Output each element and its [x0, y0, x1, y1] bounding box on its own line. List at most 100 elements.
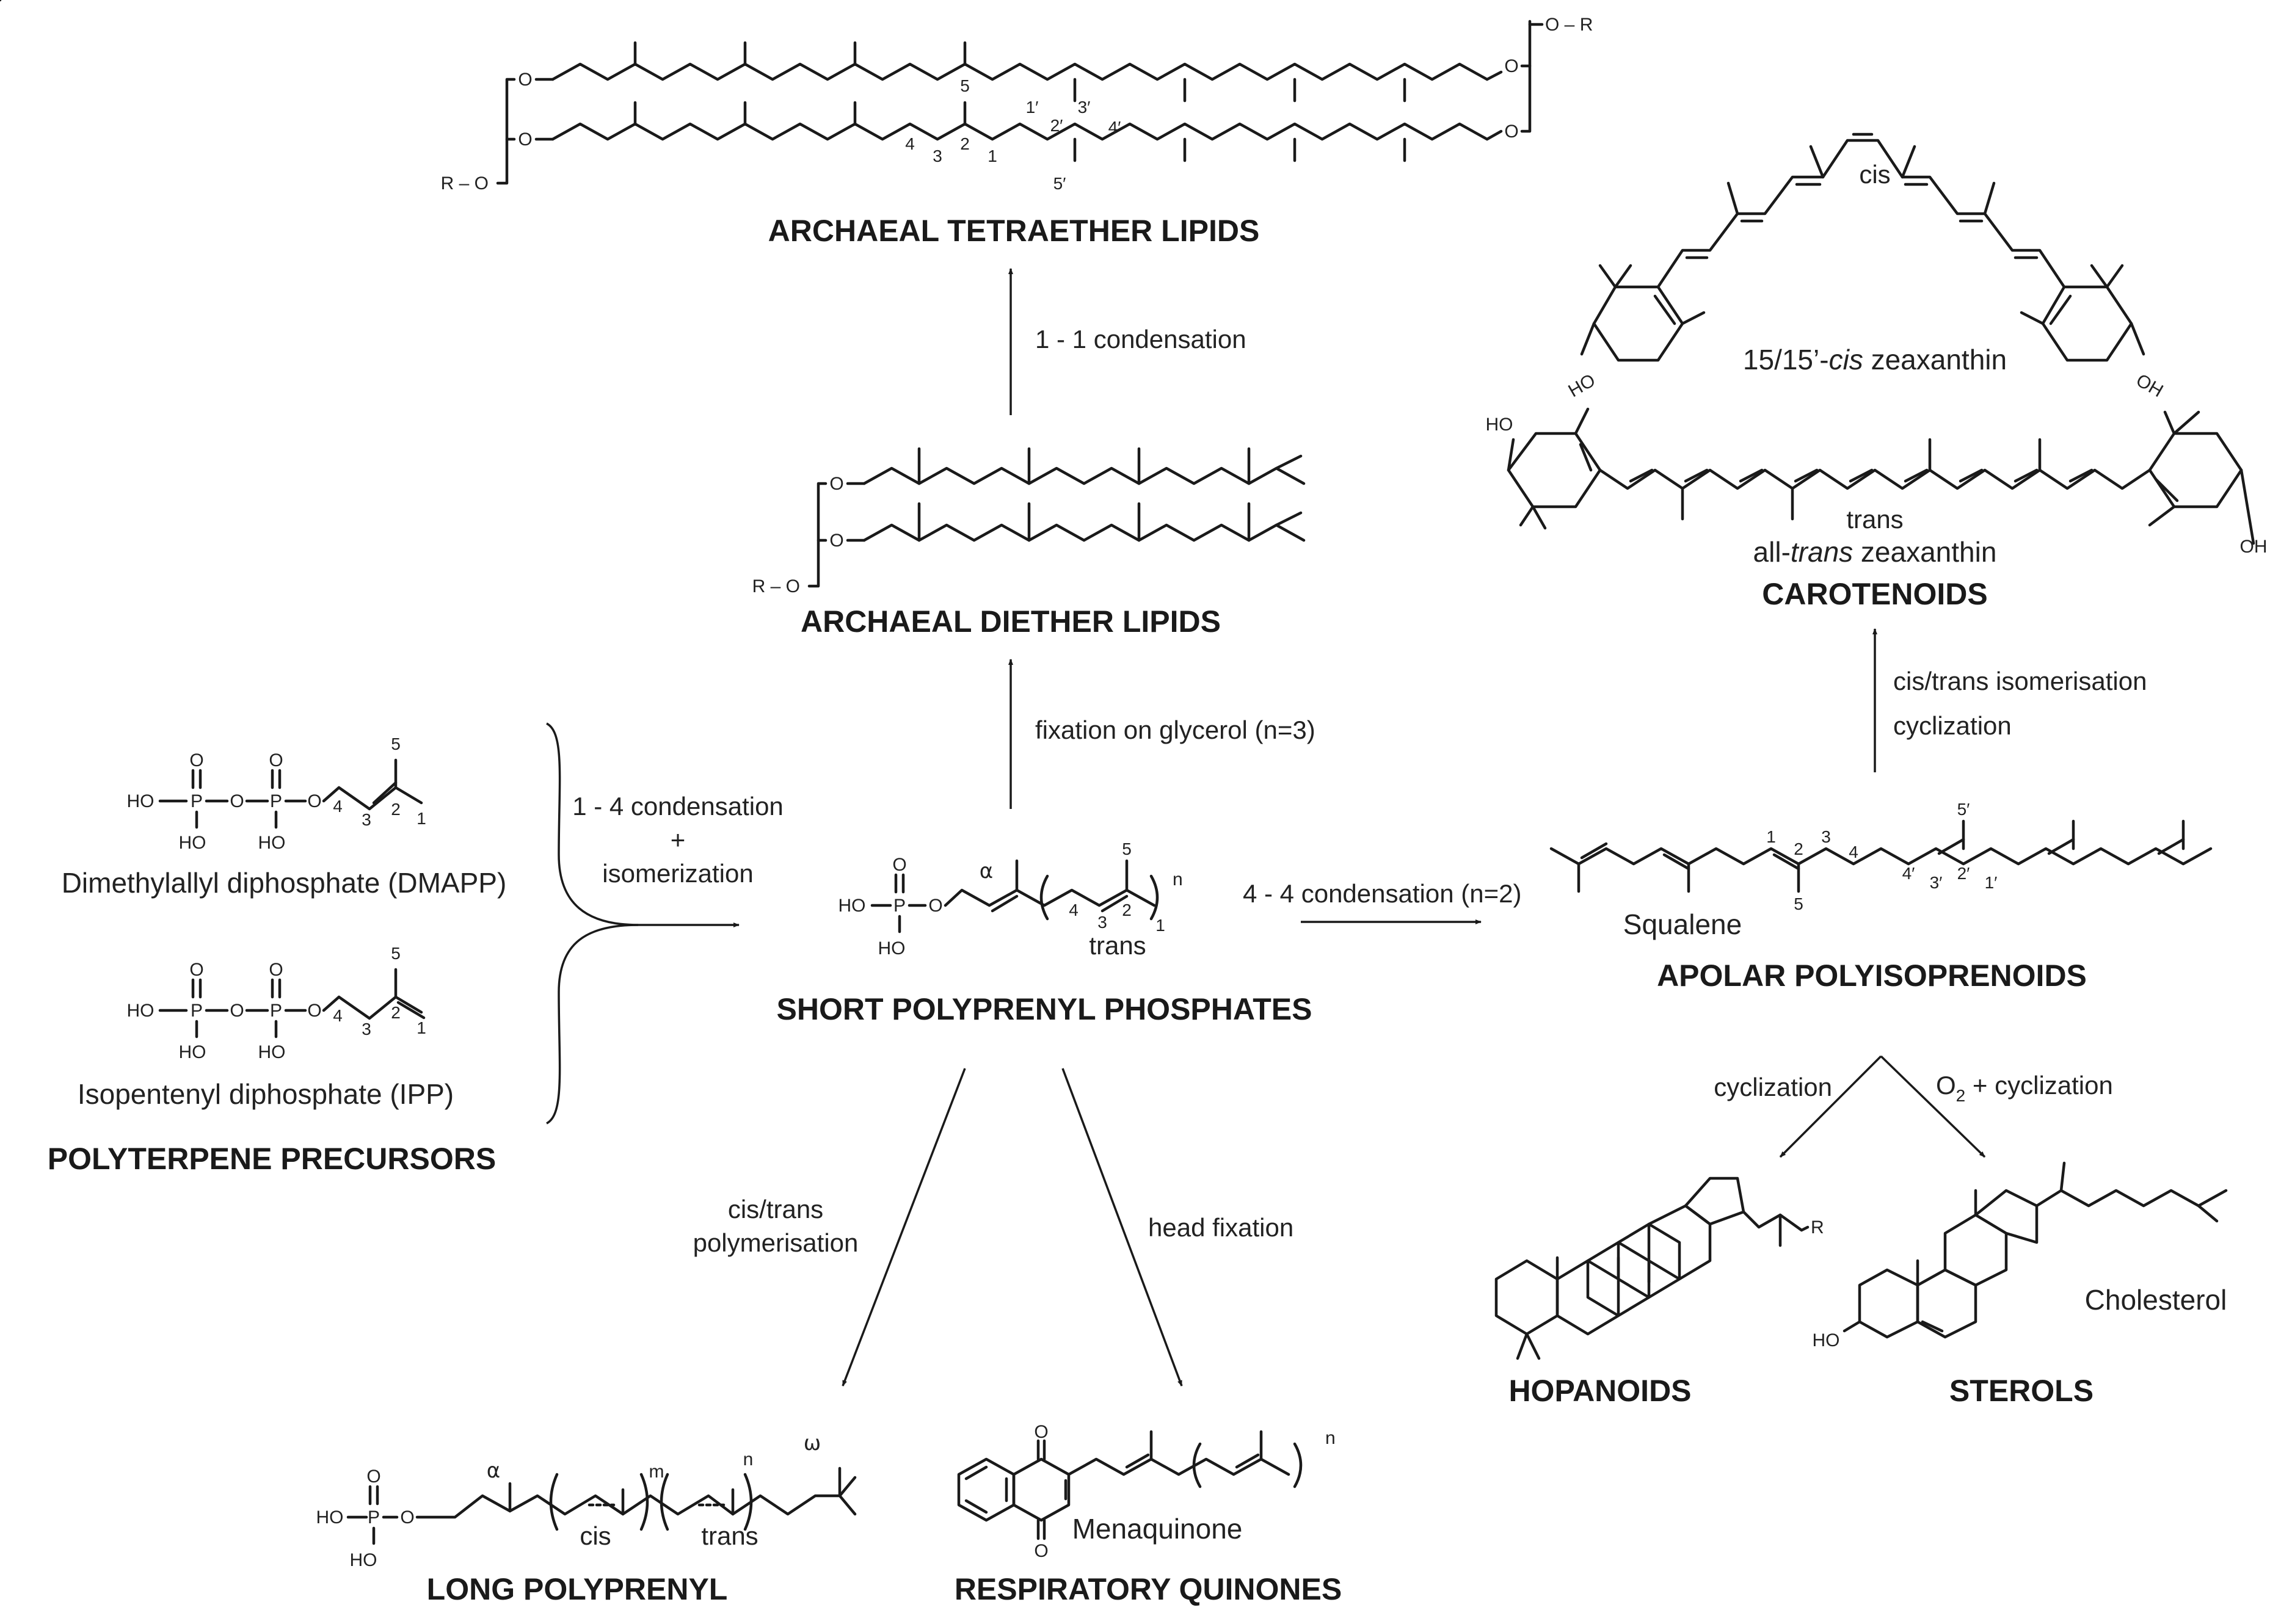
atom-ho: HO [878, 938, 906, 959]
atom-ro: R – O [441, 173, 489, 194]
position-label: 3′ [1078, 98, 1091, 117]
position-label: 1 [417, 809, 426, 828]
arrow-hopanoids [1779, 1055, 1882, 1158]
reaction-one-four-plus: + [671, 825, 686, 854]
atom-oh: OH [2240, 537, 2268, 557]
long-polyprenyl-structure: HO P O HO O α ω m n cis trans [316, 1431, 857, 1570]
position-label: 2 [391, 800, 401, 819]
atom-p: P [270, 791, 282, 811]
atom-ho: HO [350, 1550, 377, 1570]
bracket-lower [546, 924, 639, 1125]
position-label: 2′ [1957, 864, 1970, 883]
reaction-one-four-a: 1 - 4 condensation [572, 792, 784, 821]
heading-diether: ARCHAEAL DIETHER LIPIDS [801, 604, 1221, 639]
atom-ho: HO [258, 1042, 286, 1062]
atom-ho: HO [127, 791, 155, 811]
position-label: 1 [1155, 916, 1165, 935]
atom-ho: HO [1565, 370, 1599, 401]
atom-or: O – R [1545, 15, 1593, 35]
atom-p: P [368, 1507, 380, 1528]
atom-ho: HO [179, 1042, 206, 1062]
atom-o: O [400, 1507, 414, 1528]
atom-o: O [829, 531, 843, 551]
ipp-structure: HO P O HO O P O HO O 4 3 2 1 5 [127, 944, 426, 1062]
position-label: 5 [960, 76, 970, 95]
position-label: 5′ [1957, 800, 1970, 819]
atom-ho: HO [179, 833, 206, 853]
atom-r: R [1811, 1217, 1824, 1238]
trans-label: trans [1089, 931, 1146, 960]
reaction-cyclization-2: cyclization [1714, 1073, 1832, 1101]
hopanoid-structure: R [0, 0, 1824, 1360]
heading-polyterpene: POLYTERPENE PRECURSORS [48, 1142, 496, 1176]
cholesterol-structure: HO [1813, 1161, 2228, 1350]
position-label: 3 [362, 810, 371, 829]
alpha-label: α [487, 1459, 500, 1483]
ipp-name: Isopentenyl diphosphate (IPP) [78, 1078, 454, 1110]
position-label: 1 [1766, 827, 1776, 846]
reaction-one-one: 1 - 1 condensation [1035, 325, 1246, 353]
atom-ho: HO [316, 1507, 344, 1528]
cholesterol-name: Cholesterol [2085, 1284, 2227, 1316]
atom-o: O [829, 474, 843, 494]
position-label: 1′ [1985, 873, 1998, 892]
heading-hopanoids: HOPANOIDS [1508, 1374, 1691, 1408]
menaquinone-structure: O O n [957, 1422, 1336, 1561]
position-label: 2 [1122, 901, 1132, 919]
heading-apolar: APOLAR POLYISOPRENOIDS [1657, 959, 2087, 993]
heading-long-polyprenyl: LONG POLYPRENYL [427, 1572, 728, 1606]
atom-o: O [366, 1466, 380, 1487]
heading-sterols: STEROLS [1949, 1374, 2094, 1408]
position-label: 4′ [1902, 864, 1915, 883]
heading-carotenoids: CAROTENOIDS [1762, 577, 1987, 611]
position-label: 4′ [1108, 118, 1121, 137]
position-label: 2′ [1050, 116, 1063, 135]
reaction-cis-trans-a: cis/trans [728, 1195, 823, 1223]
position-label: 5′ [1053, 174, 1066, 193]
atom-o: O [1504, 56, 1518, 76]
heading-short-polyprenyl: SHORT POLYPRENYL PHOSPHATES [776, 992, 1312, 1026]
atom-o: O [1034, 1541, 1048, 1561]
atom-o: O [307, 1001, 321, 1021]
atom-o: O [1034, 1422, 1048, 1442]
alpha-label: α [980, 859, 993, 883]
atom-o: O [892, 855, 906, 875]
position-label: 5 [1122, 839, 1132, 858]
position-label: 4 [905, 134, 915, 153]
zeaxanthin-cis-name: 15/15’-cis zeaxanthin [1743, 344, 2007, 375]
position-label: 3 [1097, 913, 1107, 932]
atom-o: O [269, 960, 283, 980]
bracket-upper [546, 722, 639, 926]
position-label: 5 [391, 734, 401, 753]
repeat-n: n [743, 1449, 754, 1470]
position-label: 5 [1794, 894, 1803, 913]
position-label: 2 [1794, 839, 1803, 858]
position-label: 4 [333, 1006, 343, 1025]
reaction-cyclization-1: cyclization [1893, 711, 2012, 740]
atom-ho: HO [258, 833, 286, 853]
trans-label: trans [701, 1521, 758, 1550]
heading-tetraether: ARCHAEAL TETRAETHER LIPIDS [768, 214, 1260, 248]
position-label: 1 [988, 147, 997, 165]
atom-p: P [191, 1001, 203, 1021]
atom-oh: OH [2133, 370, 2166, 401]
atom-p: P [893, 896, 906, 916]
atom-o: O [230, 791, 244, 811]
atom-p: P [270, 1001, 282, 1021]
repeat-n: n [1325, 1428, 1336, 1448]
short-polyprenyl-structure: HO P O HO O α 4 3 2 1 5 n trans [839, 839, 1183, 960]
atom-o: O [189, 960, 203, 980]
atom-o: O [518, 70, 532, 90]
squalene-name: Squalene [1623, 908, 1742, 940]
reaction-four-four: 4 - 4 condensation (n=2) [1243, 879, 1521, 908]
zeaxanthin-trans-name: all-trans zeaxanthin [1753, 536, 1997, 568]
repeat-n: n [1173, 869, 1183, 890]
repeat-m: m [649, 1462, 664, 1482]
heading-quinones: RESPIRATORY QUINONES [955, 1572, 1342, 1606]
squalene-structure: 1 2 3 4 5 4′ 3′ 2′ 1′ 5′ [1549, 800, 2213, 913]
reaction-head-fixation: head fixation [1148, 1213, 1293, 1242]
position-label: 5 [391, 944, 401, 963]
diether-lipid-structure: O O R – O [752, 447, 1306, 596]
atom-o: O [269, 750, 283, 770]
